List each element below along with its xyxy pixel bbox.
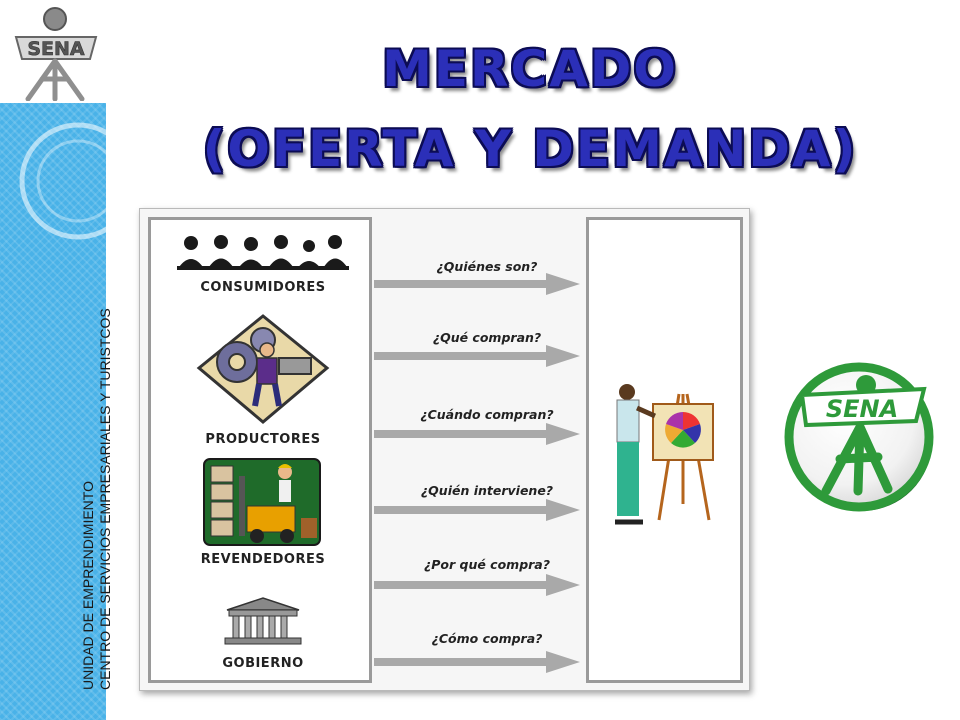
question-label-1: ¿Quiénes son? xyxy=(436,259,538,274)
actors-panel: CONSUMIDORES PRODUCTORES xyxy=(148,217,372,683)
arrow-4 xyxy=(374,499,580,521)
forklift-icon xyxy=(203,458,321,546)
side-decorative-strip xyxy=(0,103,106,720)
sena-logo-green: SENA xyxy=(784,362,934,512)
question-label-3: ¿Cuándo compran? xyxy=(420,407,554,422)
actor-label-gobierno: GOBIERNO xyxy=(222,656,304,671)
gears-worker-icon xyxy=(196,314,330,424)
question-label-5: ¿Por qué compra? xyxy=(423,557,550,572)
presenter-easel-icon xyxy=(615,384,714,525)
actor-label-consumidores: CONSUMIDORES xyxy=(200,280,326,295)
arrow-1 xyxy=(374,273,580,295)
sena-logo-top: SENA xyxy=(14,7,98,101)
page-title-line-2: (OFERTA Y DEMANDA) xyxy=(202,120,858,178)
arrow-2 xyxy=(374,345,580,367)
sena-logo-green-text: SENA xyxy=(826,395,898,423)
market-diagram: CONSUMIDORES PRODUCTORES xyxy=(139,208,750,691)
crowd-icon xyxy=(177,235,349,270)
sidebar-line-1: UNIDAD DE EMPRENDIMIENTO xyxy=(80,481,96,690)
actor-label-productores: PRODUCTORES xyxy=(205,432,321,447)
analysis-panel xyxy=(586,217,743,683)
question-label-2: ¿Qué compran? xyxy=(432,330,542,345)
arrow-5 xyxy=(374,574,580,596)
sena-logo-top-text: SENA xyxy=(27,38,85,60)
page-title-line-1: MERCADO xyxy=(382,40,678,98)
sidebar-line-2: CENTRO DE SERVICIOS EMPRESARIALES Y TURI… xyxy=(97,308,113,690)
arrow-6 xyxy=(374,651,580,673)
sidebar-text: UNIDAD DE EMPRENDIMIENTO CENTRO DE SERVI… xyxy=(80,308,114,690)
question-label-6: ¿Cómo compra? xyxy=(431,631,543,646)
question-label-4: ¿Quién interviene? xyxy=(420,483,554,498)
government-building-icon xyxy=(224,597,302,645)
arrow-3 xyxy=(374,423,580,445)
actor-label-revendedores: REVENDEDORES xyxy=(200,552,326,567)
swirl-decoration xyxy=(19,122,106,240)
